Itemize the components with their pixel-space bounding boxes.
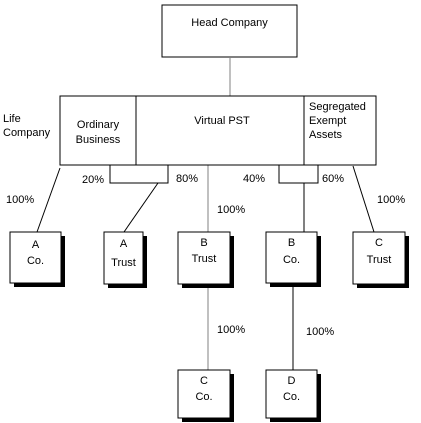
c-trust-box: C Trust bbox=[352, 231, 409, 288]
pct-life-to-a-co: 100% bbox=[6, 194, 34, 206]
pct-virtual-share-a-trust: 80% bbox=[176, 173, 198, 185]
segregated-label-line2: Exempt bbox=[309, 115, 346, 127]
virtual-pst-segment: Virtual PST bbox=[194, 115, 250, 127]
c-co-box: C Co. bbox=[177, 369, 234, 422]
pct-virtual-share-b-co: 40% bbox=[243, 173, 265, 185]
ordinary-virtual-bracket bbox=[109, 165, 169, 184]
b-trust-box: B Trust bbox=[177, 231, 234, 288]
pct-segregated-share-b-co: 60% bbox=[322, 173, 344, 185]
life-company-label-line2: Company bbox=[3, 127, 51, 139]
life-company-label-line1: Life bbox=[3, 113, 21, 125]
ordinary-label-line1: Ordinary bbox=[77, 119, 120, 131]
a-trust-box: A Trust bbox=[103, 231, 147, 288]
d-co-box: D Co. bbox=[265, 369, 321, 422]
bracket-to-a-trust-connector bbox=[123, 182, 159, 233]
life-company-box bbox=[59, 95, 377, 166]
d-co-line1: D bbox=[288, 375, 296, 387]
a-co-line2: Co. bbox=[27, 255, 44, 267]
a-co-box: A Co. bbox=[9, 231, 65, 287]
b-trust-line1: B bbox=[200, 237, 207, 249]
b-trust-line2: Trust bbox=[192, 253, 217, 265]
ordinary-business-segment: Ordinary Business bbox=[76, 119, 121, 146]
segregated-label-line1: Segregated bbox=[309, 101, 366, 113]
head-company-box: Head Company bbox=[161, 4, 298, 58]
a-trust-line1: A bbox=[120, 238, 128, 250]
a-trust-line2: Trust bbox=[111, 257, 136, 269]
pct-segregated-to-c-trust: 100% bbox=[377, 194, 405, 206]
life-to-a-co-connector bbox=[36, 167, 61, 233]
c-co-line1: C bbox=[200, 375, 208, 387]
c-trust-line1: C bbox=[375, 237, 383, 249]
b-co-line2: Co. bbox=[283, 254, 300, 266]
pct-virtual-to-b-trust: 100% bbox=[217, 204, 245, 216]
pct-b-co-to-d-co: 100% bbox=[306, 326, 334, 338]
b-co-line1: B bbox=[288, 237, 295, 249]
a-co-line1: A bbox=[32, 239, 40, 251]
ordinary-label-line2: Business bbox=[76, 134, 121, 146]
segregated-to-c-trust-connector bbox=[352, 165, 375, 233]
d-co-line2: Co. bbox=[283, 391, 300, 403]
pct-ordinary-share: 20% bbox=[82, 174, 104, 186]
head-company-label: Head Company bbox=[191, 17, 268, 29]
segregated-label-line3: Assets bbox=[309, 129, 343, 141]
segregated-exempt-assets-segment: Segregated Exempt Assets bbox=[309, 101, 366, 141]
virtual-segregated-bracket bbox=[278, 165, 319, 184]
virtual-pst-label: Virtual PST bbox=[194, 115, 250, 127]
b-co-box: B Co. bbox=[265, 231, 321, 287]
c-trust-line2: Trust bbox=[367, 254, 392, 266]
c-co-line2: Co. bbox=[195, 391, 212, 403]
pct-b-trust-to-c-co: 100% bbox=[217, 324, 245, 336]
